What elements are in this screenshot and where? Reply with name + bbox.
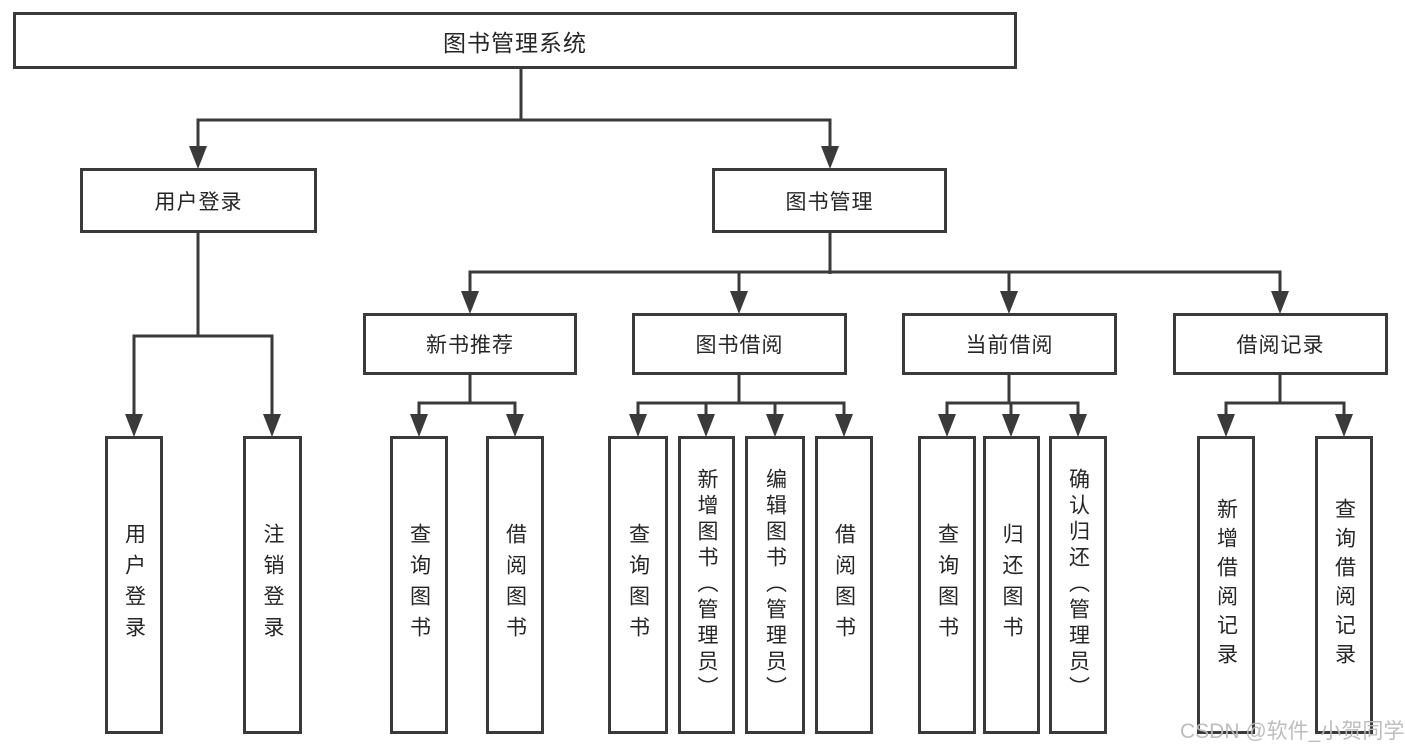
leaf-bb-add-books-admin-label: 新增图书（管理员） bbox=[695, 468, 718, 702]
leaf-br-add-record-label: 新增借阅记录 bbox=[1214, 498, 1238, 672]
leaf-cb-confirm-return-admin: 确认归还（管理员） bbox=[1049, 436, 1107, 734]
leaf-logout-label: 注销登录 bbox=[261, 523, 284, 647]
csdn-watermark: CSDN @软件_小贺同学 bbox=[1180, 720, 1405, 743]
node-user-login: 用户登录 bbox=[80, 168, 317, 233]
leaf-cb-return-books: 归还图书 bbox=[983, 436, 1040, 734]
leaf-br-query-record: 查询借阅记录 bbox=[1315, 436, 1373, 734]
leaf-cb-confirm-return-admin-label: 确认归还（管理员） bbox=[1066, 468, 1090, 702]
leaf-user-login: 用户登录 bbox=[105, 436, 163, 734]
leaf-nb-query-books: 查询图书 bbox=[390, 436, 448, 734]
leaf-bb-borrow-books: 借阅图书 bbox=[815, 436, 873, 734]
node-book-management: 图书管理 bbox=[712, 168, 947, 233]
leaf-br-query-record-label: 查询借阅记录 bbox=[1332, 498, 1356, 672]
leaf-logout: 注销登录 bbox=[243, 436, 302, 734]
arrowheads bbox=[125, 146, 1353, 437]
node-borrowing-records: 借阅记录 bbox=[1173, 313, 1388, 375]
leaf-cb-query-books-label: 查询图书 bbox=[935, 523, 959, 647]
leaf-bb-edit-books-admin-label: 编辑图书（管理员） bbox=[763, 468, 787, 702]
node-book-borrowing: 图书借阅 bbox=[632, 313, 847, 375]
leaf-nb-borrow-books: 借阅图书 bbox=[486, 436, 544, 734]
leaf-br-add-record: 新增借阅记录 bbox=[1197, 436, 1255, 734]
node-new-book-recommend: 新书推荐 bbox=[363, 313, 577, 375]
leaf-bb-query-books: 查询图书 bbox=[608, 436, 668, 734]
leaf-user-login-label: 用户登录 bbox=[122, 523, 146, 647]
leaf-cb-return-books-label: 归还图书 bbox=[1000, 523, 1023, 647]
leaf-bb-add-books-admin: 新增图书（管理员） bbox=[678, 436, 735, 734]
root-node-library-system: 图书管理系统 bbox=[13, 12, 1017, 69]
node-current-borrowing: 当前借阅 bbox=[902, 313, 1117, 375]
leaf-bb-query-books-label: 查询图书 bbox=[626, 523, 650, 647]
leaf-bb-edit-books-admin: 编辑图书（管理员） bbox=[745, 436, 805, 734]
leaf-nb-borrow-books-label: 借阅图书 bbox=[503, 523, 527, 647]
leaf-nb-query-books-label: 查询图书 bbox=[407, 523, 431, 647]
leaf-cb-query-books: 查询图书 bbox=[918, 436, 976, 734]
leaf-bb-borrow-books-label: 借阅图书 bbox=[832, 523, 856, 647]
